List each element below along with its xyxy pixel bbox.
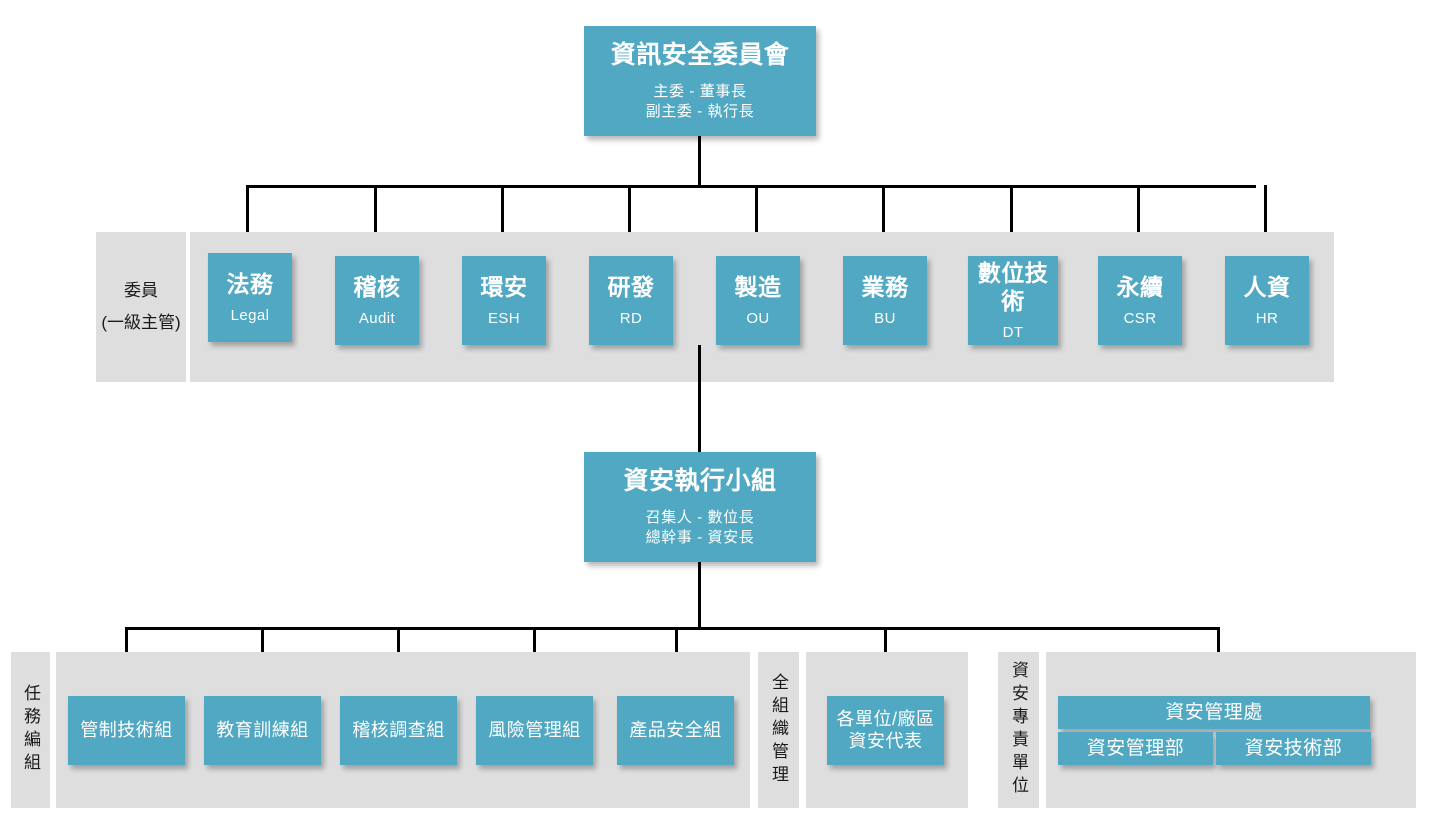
committee-label-line2: (一級主管) bbox=[101, 313, 181, 332]
node-committee-rd[interactable]: 研發 RD bbox=[589, 256, 673, 345]
node-title-en: Audit bbox=[358, 309, 396, 327]
node-title-zh: 教育訓練組 bbox=[216, 719, 309, 740]
unit-reps-line1: 各單位/廠區 bbox=[836, 708, 935, 729]
node-committee-csr[interactable]: 永續 CSR bbox=[1098, 256, 1182, 345]
node-title-en: CSR bbox=[1123, 309, 1157, 327]
node-taskforce-product-safety[interactable]: 產品安全組 bbox=[617, 696, 734, 765]
node-security-technology-department[interactable]: 資安技術部 bbox=[1216, 732, 1371, 765]
node-title-zh: 法務 bbox=[226, 270, 274, 297]
dedicated-unit-label-panel: 資安專責單位 bbox=[998, 652, 1039, 808]
node-title-zh: 製造 bbox=[734, 273, 782, 300]
node-title-en: BU bbox=[874, 309, 896, 327]
node-title-en: Legal bbox=[230, 306, 270, 324]
node-title-en: RD bbox=[619, 309, 643, 327]
dedicated-unit-label: 資安專責單位 bbox=[1009, 661, 1028, 799]
committee-label-panel: 委員 (一級主管) bbox=[96, 232, 186, 382]
node-title-zh: 產品安全組 bbox=[629, 719, 722, 740]
exec-sub-secretary: 總幹事 - 資安長 bbox=[645, 529, 755, 547]
root-subtitles: 主委 - 董事長 副主委 - 執行長 bbox=[646, 81, 755, 122]
connector-drop-legal bbox=[246, 185, 249, 238]
node-taskforce-audit-investigation[interactable]: 稽核調查組 bbox=[340, 696, 457, 765]
exec-subtitles: 召集人 - 數位長 總幹事 - 資安長 bbox=[646, 507, 755, 548]
node-title-en: ESH bbox=[487, 309, 521, 327]
node-unit-site-security-representatives[interactable]: 各單位/廠區 資安代表 bbox=[827, 696, 944, 765]
node-title-zh: 各單位/廠區 資安代表 bbox=[836, 709, 934, 753]
node-title-zh: 資安管理處 bbox=[1165, 701, 1263, 723]
root-sub-vice-chairman: 副主委 - 執行長 bbox=[645, 103, 755, 121]
dedicated-unit-band bbox=[1046, 652, 1416, 808]
connector-exec-down bbox=[698, 562, 701, 627]
taskforce-label-panel: 任務編組 bbox=[11, 652, 50, 808]
org-wide-label-panel: 全組織管理 bbox=[758, 652, 799, 808]
connector-drop-csr bbox=[1137, 185, 1140, 241]
node-security-management-office[interactable]: 資安管理處 bbox=[1058, 696, 1370, 729]
node-title-zh: 稽核調查組 bbox=[352, 719, 445, 740]
connector-committee-to-exec bbox=[698, 345, 701, 452]
connector-drop-audit bbox=[374, 185, 377, 241]
root-title: 資訊安全委員會 bbox=[610, 41, 790, 70]
connector-drop-ou bbox=[755, 185, 758, 241]
node-committee-legal[interactable]: 法務 Legal bbox=[208, 253, 292, 342]
unit-reps-line2: 資安代表 bbox=[848, 730, 923, 751]
node-title-zh: 資安管理部 bbox=[1086, 737, 1185, 759]
node-title-zh: 管制技術組 bbox=[80, 719, 173, 740]
node-title-zh: 環安 bbox=[480, 273, 528, 300]
committee-label-line1: 委員 bbox=[124, 280, 158, 300]
node-title-zh: 人資 bbox=[1243, 273, 1291, 300]
taskforce-label: 任務編組 bbox=[21, 684, 40, 776]
node-information-security-committee[interactable]: 資訊安全委員會 主委 - 董事長 副主委 - 執行長 bbox=[584, 26, 816, 136]
connector-bottom-bus bbox=[125, 627, 1220, 630]
node-title-zh: 永續 bbox=[1116, 273, 1164, 300]
node-title-zh: 資安技術部 bbox=[1244, 737, 1343, 759]
connector-drop-hr bbox=[1264, 185, 1267, 241]
node-title-zh: 稽核 bbox=[353, 273, 401, 300]
org-wide-label: 全組織管理 bbox=[769, 672, 788, 788]
exec-sub-convener: 召集人 - 數位長 bbox=[645, 508, 755, 526]
connector-drop-esh bbox=[501, 185, 504, 241]
node-title-en: OU bbox=[746, 309, 770, 327]
connector-drop-rd bbox=[628, 185, 631, 241]
node-title-en: HR bbox=[1255, 309, 1279, 327]
node-title-zh: 業務 bbox=[861, 273, 909, 300]
node-taskforce-education-training[interactable]: 教育訓練組 bbox=[204, 696, 321, 765]
node-committee-bu[interactable]: 業務 BU bbox=[843, 256, 927, 345]
connector-root-down bbox=[698, 136, 701, 185]
node-committee-dt[interactable]: 數位技術 DT bbox=[968, 256, 1058, 345]
node-committee-esh[interactable]: 環安 ESH bbox=[462, 256, 546, 345]
node-security-management-department[interactable]: 資安管理部 bbox=[1058, 732, 1213, 765]
node-taskforce-risk-management[interactable]: 風險管理組 bbox=[476, 696, 593, 765]
node-title-zh: 研發 bbox=[607, 273, 655, 300]
root-sub-chairman: 主委 - 董事長 bbox=[653, 82, 747, 100]
node-title-en: DT bbox=[1002, 323, 1024, 341]
node-title-zh: 風險管理組 bbox=[488, 719, 581, 740]
exec-title: 資安執行小組 bbox=[623, 467, 777, 496]
connector-drop-bu bbox=[882, 185, 885, 241]
node-committee-audit[interactable]: 稽核 Audit bbox=[335, 256, 419, 345]
node-taskforce-control-technology[interactable]: 管制技術組 bbox=[68, 696, 185, 765]
node-title-zh: 數位技術 bbox=[977, 259, 1049, 314]
node-security-execution-team[interactable]: 資安執行小組 召集人 - 數位長 總幹事 - 資安長 bbox=[584, 452, 816, 562]
node-committee-ou[interactable]: 製造 OU bbox=[716, 256, 800, 345]
node-committee-hr[interactable]: 人資 HR bbox=[1225, 256, 1309, 345]
connector-drop-dt bbox=[1010, 185, 1013, 241]
connector-committee-bus bbox=[246, 185, 1256, 188]
